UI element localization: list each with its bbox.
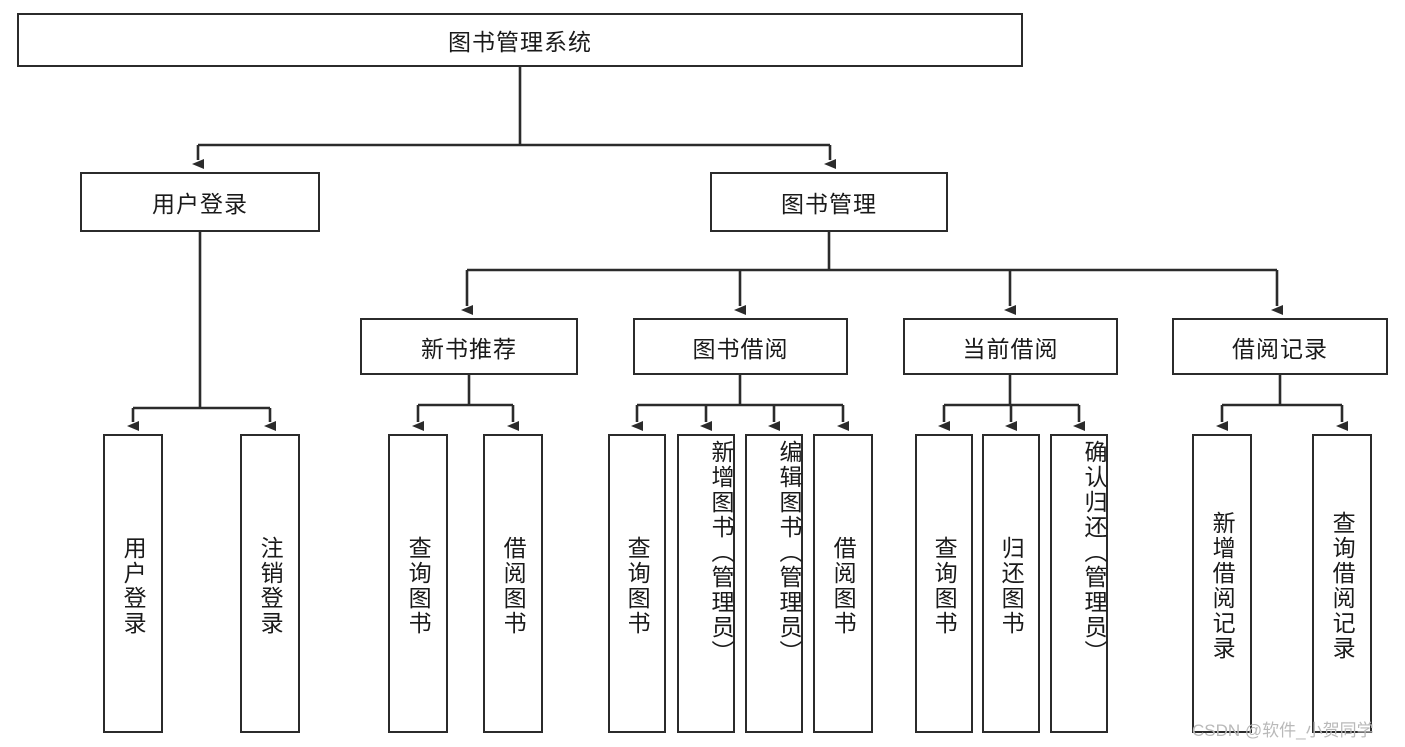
leaf-query-book-rec-label: 查询图书 — [405, 535, 432, 636]
csdn-watermark: CSDN @软件_小贺同学 — [1192, 721, 1374, 740]
leaf-query-book-borrow-label: 查询图书 — [624, 535, 651, 636]
node-user-login[interactable]: 用户登录 — [80, 172, 320, 232]
node-new-book-recommend[interactable]: 新书推荐 — [360, 318, 578, 375]
leaf-add-book-admin[interactable]: 新增图书（管理员） — [677, 434, 735, 733]
leaf-logout-login-label: 注销登录 — [257, 535, 284, 636]
leaf-return-book-label: 归还图书 — [998, 535, 1025, 636]
leaf-query-book-borrow[interactable]: 查询图书 — [608, 434, 666, 733]
leaf-edit-book-admin-label: 编辑图书（管理员） — [776, 440, 802, 665]
node-borrow-record-label: 借阅记录 — [1232, 335, 1328, 362]
leaf-borrow-book[interactable]: 借阅图书 — [813, 434, 873, 733]
node-book-borrow[interactable]: 图书借阅 — [633, 318, 848, 375]
leaf-borrow-book-rec[interactable]: 借阅图书 — [483, 434, 543, 733]
leaf-query-borrow-record[interactable]: 查询借阅记录 — [1312, 434, 1372, 733]
leaf-query-book-current[interactable]: 查询图书 — [915, 434, 973, 733]
node-book-borrow-label: 图书借阅 — [692, 335, 789, 362]
node-current-borrow-label: 当前借阅 — [962, 335, 1059, 362]
leaf-add-borrow-record[interactable]: 新增借阅记录 — [1192, 434, 1252, 733]
leaf-borrow-book-label: 借阅图书 — [830, 535, 857, 636]
node-root-label: 图书管理系统 — [448, 29, 592, 55]
leaf-confirm-return-admin[interactable]: 确认归还（管理员） — [1050, 434, 1108, 733]
node-current-borrow[interactable]: 当前借阅 — [903, 318, 1118, 375]
node-borrow-record[interactable]: 借阅记录 — [1172, 318, 1388, 375]
node-root[interactable]: 图书管理系统 — [17, 13, 1023, 67]
node-book-management-label: 图书管理 — [781, 191, 877, 217]
leaf-edit-book-admin[interactable]: 编辑图书（管理员） — [745, 434, 803, 733]
node-book-management[interactable]: 图书管理 — [710, 172, 948, 232]
leaf-logout-login[interactable]: 注销登录 — [240, 434, 300, 733]
node-user-login-label: 用户登录 — [152, 191, 248, 217]
leaf-user-login-label: 用户登录 — [120, 535, 147, 636]
leaf-confirm-return-admin-label: 确认归还（管理员） — [1081, 440, 1107, 665]
leaf-query-book-current-label: 查询图书 — [931, 535, 958, 636]
leaf-query-book-rec[interactable]: 查询图书 — [388, 434, 448, 733]
leaf-add-book-admin-label: 新增图书（管理员） — [708, 440, 734, 665]
leaf-return-book[interactable]: 归还图书 — [982, 434, 1040, 733]
leaf-user-login[interactable]: 用户登录 — [103, 434, 163, 733]
leaf-borrow-book-rec-label: 借阅图书 — [500, 535, 527, 636]
leaf-query-borrow-record-label: 查询借阅记录 — [1329, 510, 1356, 661]
node-new-book-recommend-label: 新书推荐 — [421, 335, 517, 362]
leaf-add-borrow-record-label: 新增借阅记录 — [1209, 510, 1236, 661]
